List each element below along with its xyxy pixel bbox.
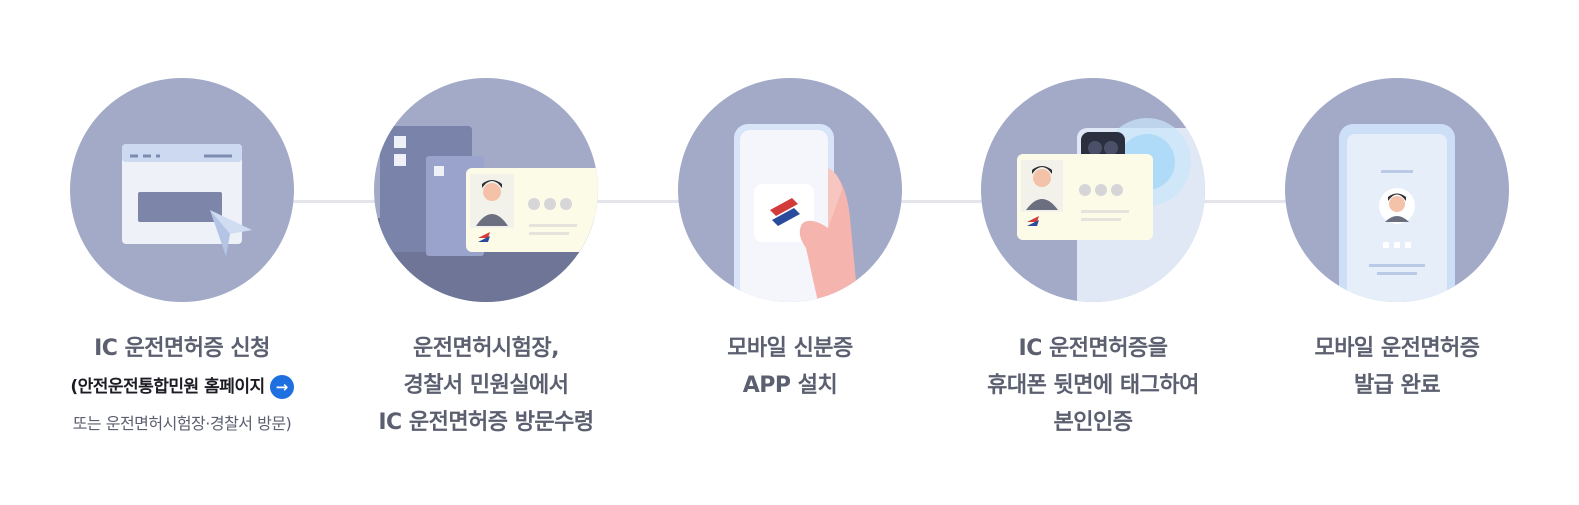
phone-app-icon: [678, 78, 902, 302]
step-3: 모바일 신분증 APP 설치: [660, 78, 920, 404]
step-5: 모바일 운전면허증 발급 완료: [1267, 78, 1527, 404]
step-3-line-1: 모바일 신분증: [727, 336, 853, 361]
browser-window-icon: [70, 78, 294, 302]
step-1-subtext: 또는 운전면허시험장·경찰서 방문): [72, 414, 292, 433]
step-4-line-1: IC 운전면허증을: [1018, 336, 1168, 361]
mobile-license-icon: [1285, 78, 1509, 302]
step-2-line-2: 경찰서 민원실에서: [403, 373, 569, 398]
homepage-link-label[interactable]: (안전운전통합민원 홈페이지: [70, 377, 265, 397]
step-2-line-3: IC 운전면허증 방문수령: [378, 410, 594, 435]
step-3-caption: 모바일 신분증 APP 설치: [660, 330, 920, 404]
step-4-caption: IC 운전면허증을 휴대폰 뒷면에 태그하여 본인인증: [963, 330, 1223, 441]
step-3-line-2: APP 설치: [742, 373, 838, 398]
homepage-link[interactable]: (안전운전통합민원 홈페이지 →: [70, 372, 294, 402]
building-license-icon: [374, 78, 598, 302]
step-2: 운전면허시험장, 경찰서 민원실에서 IC 운전면허증 방문수령: [356, 78, 616, 441]
step-2-line-1: 운전면허시험장,: [412, 336, 560, 361]
step-4: IC 운전면허증을 휴대폰 뒷면에 태그하여 본인인증: [963, 78, 1223, 441]
nfc-tag-icon: [981, 78, 1205, 302]
step-1-caption: IC 운전면허증 신청 (안전운전통합민원 홈페이지 → 또는 운전면허시험장·…: [52, 330, 312, 438]
step-2-caption: 운전면허시험장, 경찰서 민원실에서 IC 운전면허증 방문수령: [356, 330, 616, 441]
step-4-line-2: 휴대폰 뒷면에 태그하여: [987, 373, 1199, 398]
step-5-line-2: 발급 완료: [1353, 373, 1441, 398]
step-5-line-1: 모바일 운전면허증: [1314, 336, 1480, 361]
step-1-title: IC 운전면허증 신청: [94, 336, 270, 361]
step-5-caption: 모바일 운전면허증 발급 완료: [1267, 330, 1527, 404]
arrow-right-icon[interactable]: →: [269, 375, 294, 399]
step-1: IC 운전면허증 신청 (안전운전통합민원 홈페이지 → 또는 운전면허시험장·…: [52, 78, 312, 438]
step-4-line-3: 본인인증: [1053, 410, 1133, 435]
